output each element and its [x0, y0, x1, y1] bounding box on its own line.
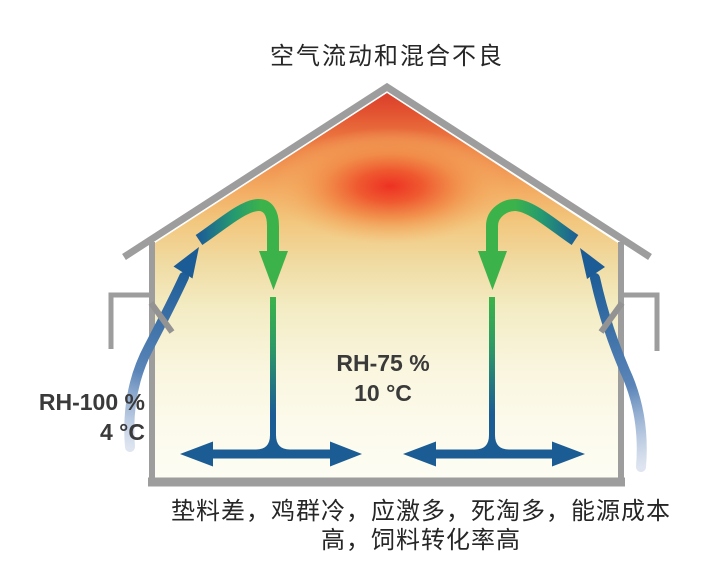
cold-air-inlet-arrowhead-left — [173, 247, 199, 279]
floor-spread-arrows-left — [180, 297, 362, 467]
downdraft-arrowhead-left — [259, 251, 288, 290]
cold-air-inlet-arrow-right — [590, 273, 647, 472]
downdraft-arrowhead-right — [478, 251, 507, 290]
outside-air-temperature: 4 °C — [100, 419, 145, 445]
warm-air-hotspot — [272, 128, 508, 244]
ridge-downdraft-arrow-left — [195, 199, 279, 253]
cold-air-inlet-arrowhead-right — [580, 248, 605, 279]
outside-air-label: RH-100 % 4 °C — [18, 387, 145, 447]
outside-air-humidity: RH-100 % — [38, 389, 145, 415]
roof — [122, 82, 652, 260]
inside-air-temperature: 10 °C — [354, 380, 412, 406]
caption-line-1: 垫料差，鸡群冷，应激多，死淘多，能源成本 — [171, 499, 671, 525]
caption-line-2: 高，饲料转化率高 — [321, 528, 521, 554]
right-inlet-baffle — [598, 301, 625, 334]
left-inlet-baffle — [148, 301, 175, 334]
ridge-downdraft-arrow-right — [486, 199, 579, 253]
diagram-title: 空气流动和混合不良 — [270, 44, 504, 70]
floor-spread-arrows-right — [403, 297, 585, 467]
inside-air-humidity: RH-75 % — [336, 350, 430, 376]
right-inlet-hood — [621, 292, 660, 351]
left-inlet-hood — [108, 292, 152, 349]
inside-air-label: RH-75 % 10 °C — [283, 348, 483, 408]
diagram-caption: 垫料差，鸡群冷，应激多，死淘多，能源成本 高，饲料转化率高 — [141, 498, 701, 556]
cold-air-inlet-arrow-left — [124, 272, 189, 452]
